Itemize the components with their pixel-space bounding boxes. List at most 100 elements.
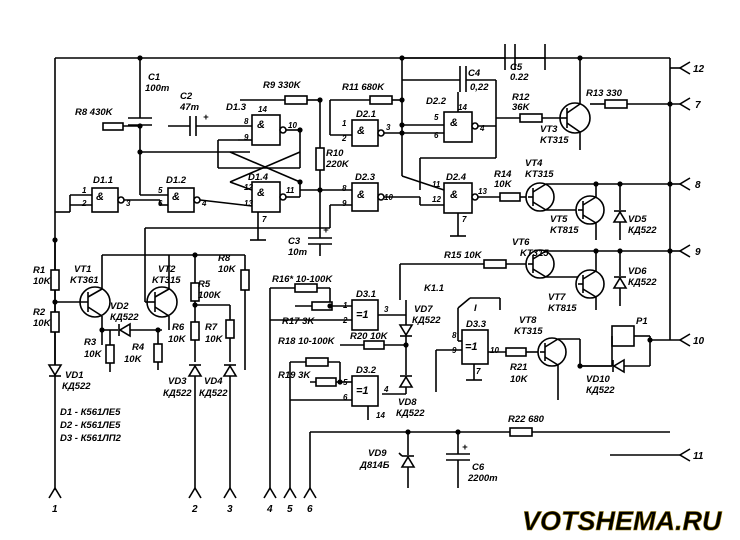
feedback-wires <box>102 205 331 302</box>
terminal-arrows-right <box>670 61 691 462</box>
diode-vd7: VD7 КД522 <box>398 300 441 375</box>
pin: 5 <box>434 113 439 122</box>
resistor-r21: R21 10K <box>505 347 540 385</box>
d12-label: D1.2 <box>166 175 187 186</box>
legend-d2: D2 - К561ЛЕ5 <box>60 420 121 431</box>
resistor-r8-10k: R8 10K <box>218 253 250 370</box>
k11-label: K1.1 <box>424 283 444 294</box>
relay-contact-k1-1: K1.1 I <box>399 264 501 330</box>
pin: 14 <box>258 105 267 114</box>
r18-label: R18 10-100K <box>278 336 336 347</box>
resistor-r6: R6 10K <box>168 321 200 362</box>
resistor-r8-430k: R8 430K <box>75 107 140 131</box>
vt4-value: KT315 <box>525 169 554 180</box>
resistor-r9: R9 330K <box>240 80 320 105</box>
pin: 13 <box>478 187 487 196</box>
r7-label: R7 <box>205 322 218 333</box>
gate-xor-symbol: =1 <box>356 385 369 397</box>
c2-value: 47m <box>179 102 200 113</box>
c3-plus: + <box>323 225 329 236</box>
d23-label: D2.3 <box>355 172 376 183</box>
pin: 8 <box>342 184 347 193</box>
vt2-value: KT315 <box>152 275 181 286</box>
capacitor-c2: C2 47m + <box>168 91 252 136</box>
pin: 11 <box>432 180 441 189</box>
vd4-value: КД522 <box>199 388 228 399</box>
r10-label: R10 <box>326 148 344 159</box>
transistor-vt4: VT4 KT315 <box>525 158 670 212</box>
vt6-value: KT315 <box>520 248 549 259</box>
resistor-r5: R5 100K <box>190 255 222 322</box>
pin: 9 <box>244 133 249 142</box>
r8-label: R8 430K <box>75 107 114 118</box>
terminal-1-label: 1 <box>52 504 58 515</box>
d32-label: D3.2 <box>356 365 377 376</box>
r3-value: 10K <box>84 349 103 360</box>
gate-d2-1: & D2.1 1 2 3 <box>330 109 402 147</box>
vt5-label: VT5 <box>550 214 568 225</box>
vt2-label: VT2 <box>158 264 176 275</box>
resistor-r10: R10 220K <box>315 100 350 228</box>
watermark: VOTSHEMA.RU <box>522 506 723 536</box>
pin: 6 <box>343 393 348 402</box>
r4-value: 10K <box>124 354 143 365</box>
r16-label: R16* 10-100K <box>272 274 333 285</box>
r12-label: R12 <box>512 92 530 103</box>
pin: 2 <box>81 199 87 208</box>
vd1-label: VD1 <box>65 370 83 381</box>
r2-label: R2 <box>33 307 46 318</box>
vd2-value: КД522 <box>110 312 139 323</box>
gate-and-symbol: & <box>96 191 104 203</box>
terminal-9-label: 9 <box>695 247 701 258</box>
pin: 7 <box>476 367 481 376</box>
vd6-label: VD6 <box>628 266 647 277</box>
terminal-2-label: 2 <box>191 504 198 515</box>
gate-d1-1: & D1.1 1 2 3 <box>55 175 160 213</box>
vt1-label: VT1 <box>74 264 91 275</box>
vt5-value: KT815 <box>550 225 579 236</box>
c2-plus: + <box>203 112 209 123</box>
c5-label: C5 <box>510 62 523 73</box>
c1-value: 100m <box>145 83 170 94</box>
vt3-value: KT315 <box>540 135 569 146</box>
vt4-label: VT4 <box>525 158 543 169</box>
diode-vd1: VD1 КД522 <box>47 355 91 392</box>
pin: 10 <box>288 121 297 130</box>
diode-vd10: VD10 КД522 <box>580 358 650 396</box>
vd3-value: КД522 <box>163 388 192 399</box>
resistor-r20: R20 10K <box>340 331 406 350</box>
terminal-arrows-bottom <box>48 486 317 499</box>
vd10-label: VD10 <box>586 374 610 385</box>
diode-vd3: VD3 КД522 <box>163 364 203 488</box>
pin: 4 <box>479 124 485 133</box>
c6-plus: + <box>462 442 468 453</box>
c4-label: C4 <box>468 68 481 79</box>
vt6-label: VT6 <box>512 237 530 248</box>
diode-vd5: VD5 КД522 <box>612 184 657 240</box>
c3-value: 10m <box>288 247 308 258</box>
c5-value: 0.22 <box>510 72 529 83</box>
gate-d3-3: =1 D3.3 8 9 10 7 <box>435 319 506 392</box>
pin: 9 <box>342 199 347 208</box>
c3-label: C3 <box>288 236 301 247</box>
r17-label: R17 3K <box>282 316 315 327</box>
vt8-label: VT8 <box>519 315 537 326</box>
pin: 4 <box>201 199 207 208</box>
gate-d1-2: & D1.2 5 6 4 <box>139 152 253 213</box>
pin: 6 <box>434 131 439 140</box>
zener-vd9: VD9 Д814Б <box>359 432 416 488</box>
legend-d3: D3 - К561ЛП2 <box>60 433 122 444</box>
terminal-4-label: 4 <box>266 504 273 515</box>
r21-label: R21 <box>510 362 527 373</box>
pin: 14 <box>458 103 467 112</box>
r1-value: 10K <box>33 276 52 287</box>
gate-and-symbol: & <box>450 189 458 201</box>
pin: 7 <box>462 215 467 224</box>
vd4-label: VD4 <box>204 376 223 387</box>
gate-d1-3: & D1.3 8 9 14 10 <box>226 102 300 146</box>
pin: 8 <box>244 117 249 126</box>
ic-legend: D1 - К561ЛЕ5 D2 - К561ЛЕ5 D3 - К561ЛП2 <box>60 407 122 444</box>
latch-cross-wires <box>140 130 301 198</box>
r3-label: R3 <box>84 337 97 348</box>
